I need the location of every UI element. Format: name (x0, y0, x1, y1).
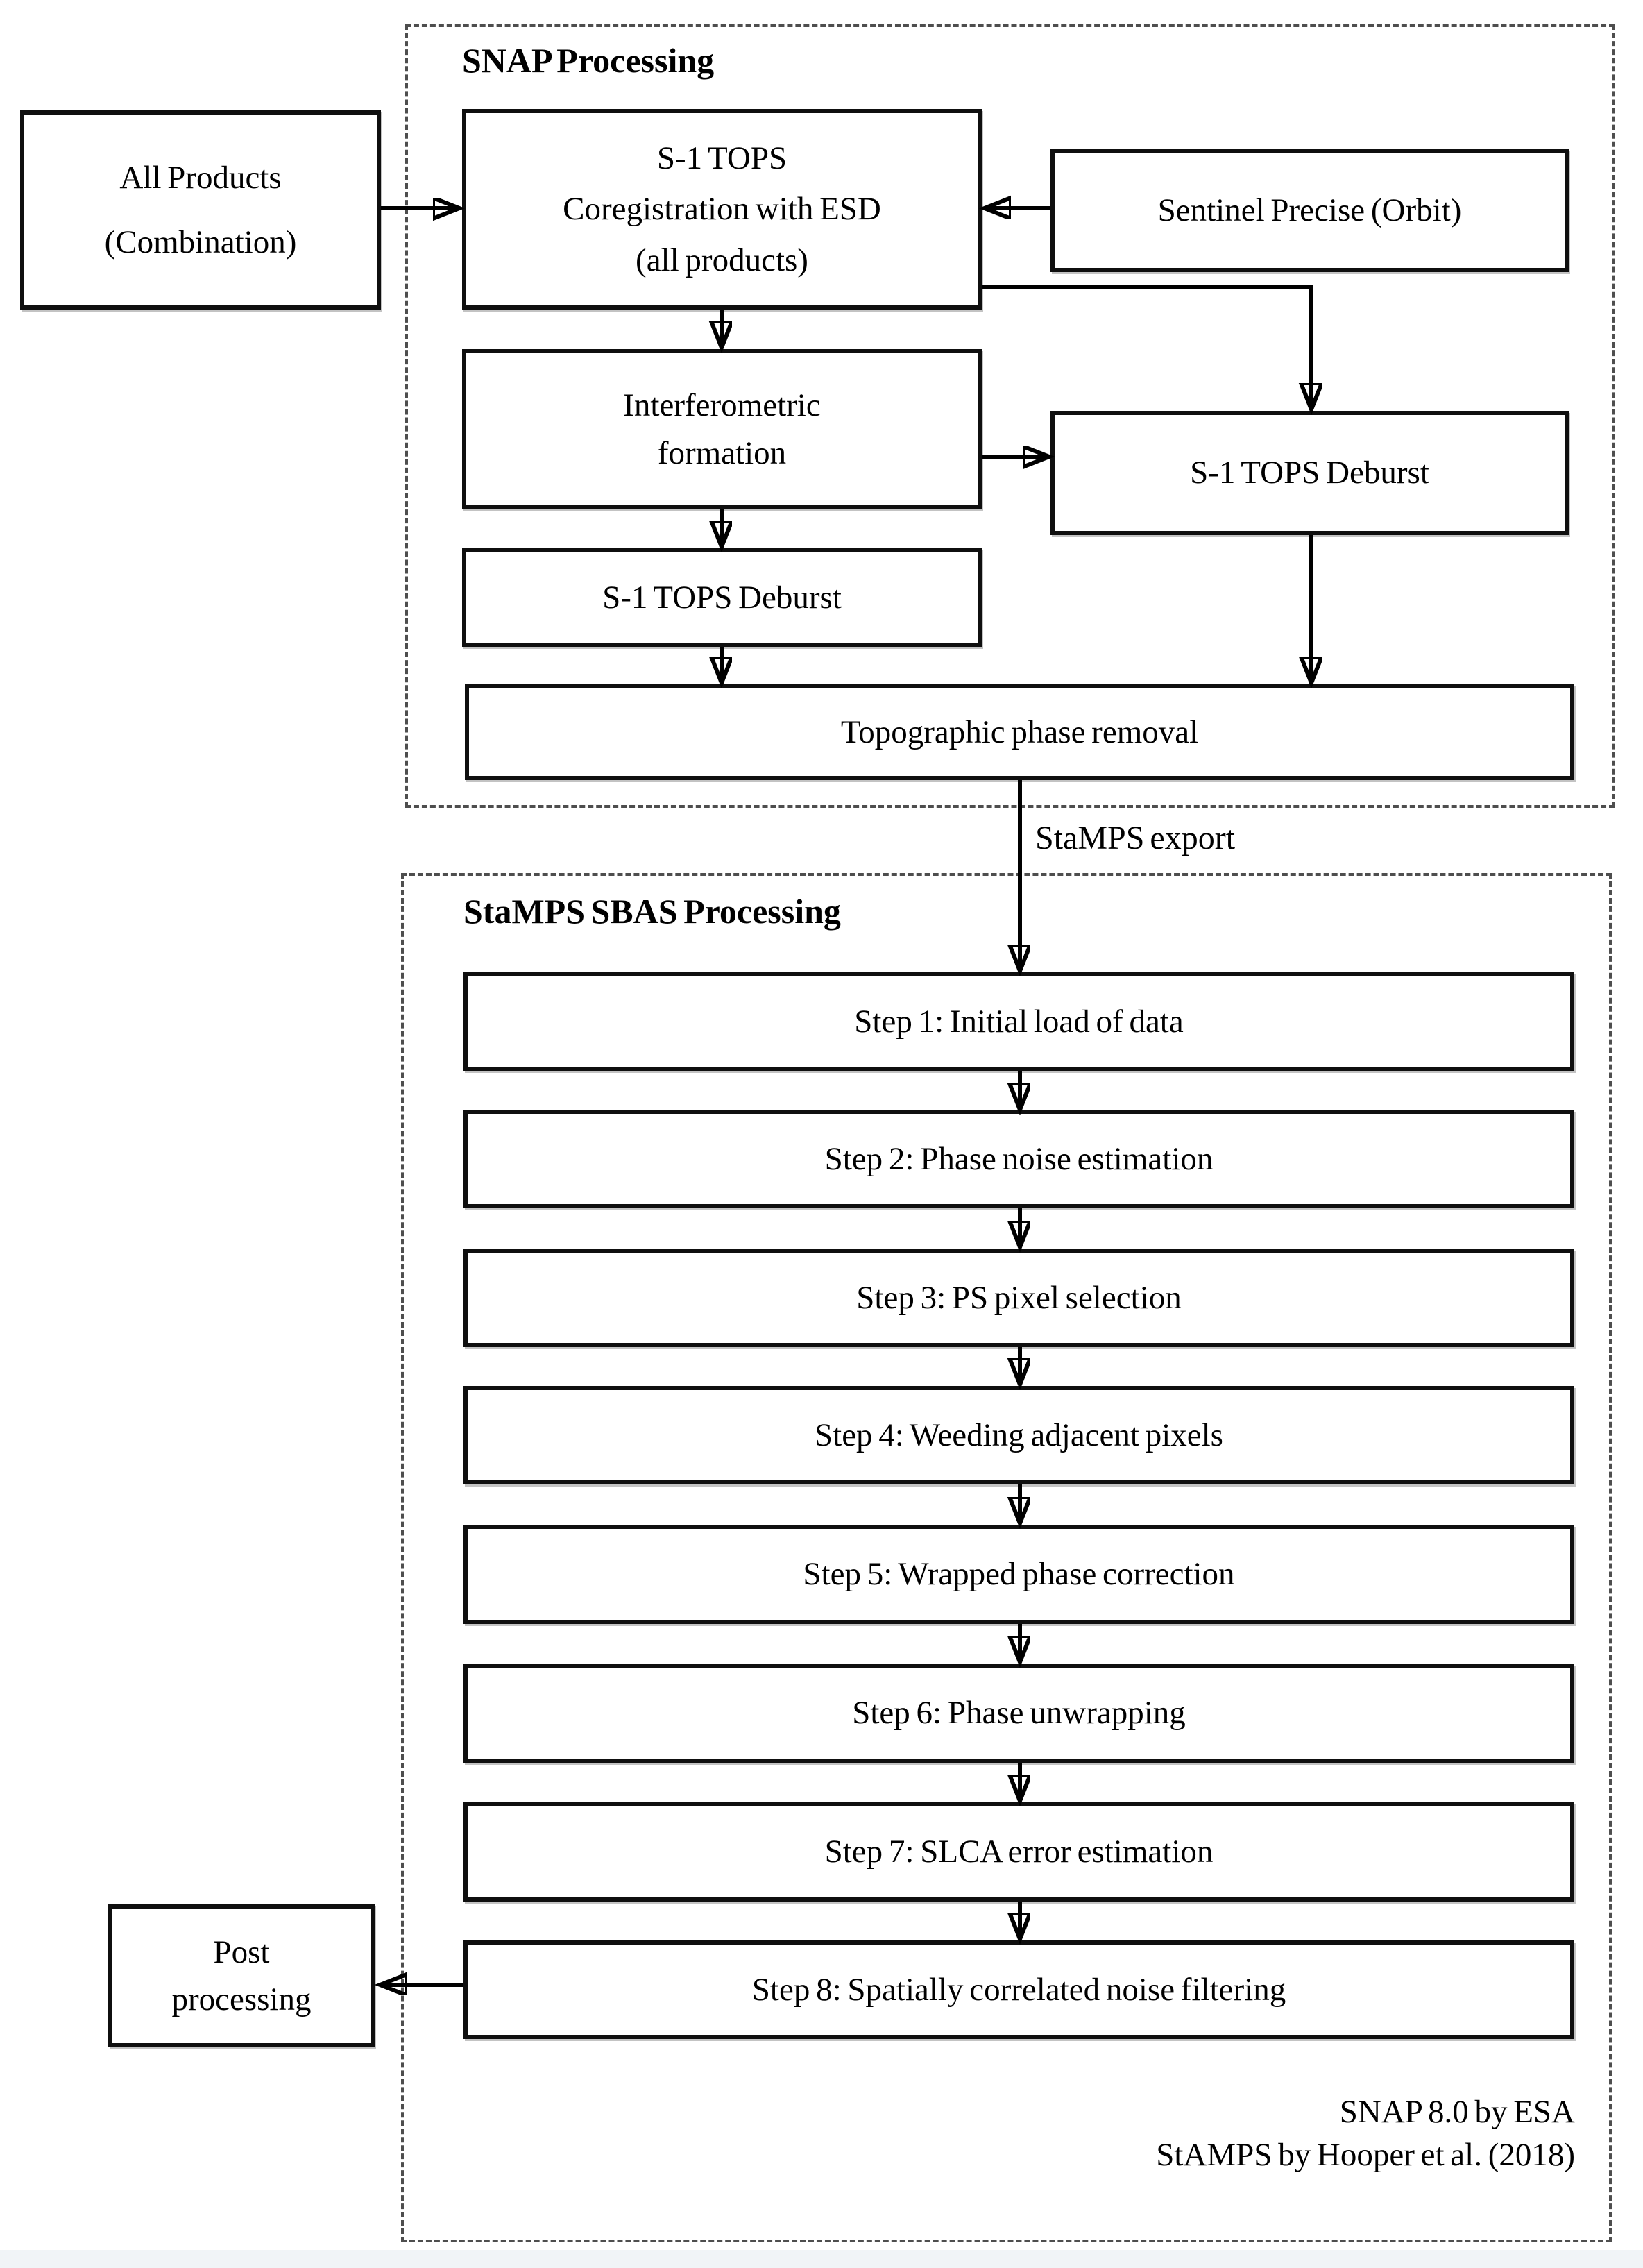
interferometric-line-1: Interferometric (623, 387, 821, 424)
topographic-phase-removal-box: Topographic phase removal (465, 684, 1574, 780)
step-3-box: Step 3: PS pixel selection (463, 1249, 1574, 1347)
post-processing-box: Post processing (108, 1904, 375, 2047)
snap-processing-group (405, 24, 1615, 808)
step-5-box: Step 5: Wrapped phase correction (463, 1525, 1574, 1624)
s1-tops-deburst-right-box: S-1 TOPS Deburst (1050, 411, 1569, 535)
step-8-label: Step 8: Spatially correlated noise filte… (751, 1971, 1286, 2008)
step-4-box: Step 4: Weeding adjacent pixels (463, 1386, 1574, 1484)
page-bottom-strip (0, 2250, 1643, 2268)
step-3-label: Step 3: PS pixel selection (856, 1279, 1182, 1316)
coregistration-line-1: S-1 TOPS (656, 139, 788, 176)
interferometric-line-2: formation (657, 434, 787, 471)
credit-line-1: SNAP 8.0 by ESA (1339, 2094, 1575, 2130)
post-processing-line-2: processing (171, 1981, 312, 2017)
step-7-box: Step 7: SLCA error estimation (463, 1802, 1574, 1902)
stamps-export-label: StaMPS export (1035, 820, 1236, 856)
step-6-box: Step 6: Phase unwrapping (463, 1664, 1574, 1763)
all-products-line-1: All Products (119, 160, 282, 196)
step-1-label: Step 1: Initial load of data (854, 1003, 1184, 1040)
step-2-box: Step 2: Phase noise estimation (463, 1110, 1574, 1208)
snap-processing-title: SNAP Processing (462, 41, 715, 80)
s1-tops-deburst-left-label: S-1 TOPS Deburst (602, 579, 842, 616)
step-4-label: Step 4: Weeding adjacent pixels (815, 1416, 1223, 1453)
credits: SNAP 8.0 by ESA StAMPS by Hooper et al. … (1156, 2090, 1575, 2176)
step-5-label: Step 5: Wrapped phase correction (803, 1556, 1235, 1593)
s1-tops-deburst-left-box: S-1 TOPS Deburst (462, 548, 982, 647)
step-6-label: Step 6: Phase unwrapping (852, 1695, 1186, 1732)
interferometric-formation-box: Interferometric formation (462, 349, 982, 509)
step-8-box: Step 8: Spatially correlated noise filte… (463, 1940, 1574, 2039)
all-products-box: All Products (Combination) (20, 110, 381, 310)
coregistration-line-3: (all products) (636, 242, 808, 279)
step-1-box: Step 1: Initial load of data (463, 972, 1574, 1071)
all-products-line-2: (Combination) (104, 223, 297, 260)
post-processing-line-1: Post (213, 1933, 270, 1970)
coregistration-box: S-1 TOPS Coregistration with ESD (all pr… (462, 109, 982, 310)
coregistration-line-2: Coregistration with ESD (563, 191, 881, 228)
sentinel-precise-orbit-label: Sentinel Precise (Orbit) (1157, 192, 1462, 229)
stamps-sbas-processing-title: StaMPS SBAS Processing (463, 892, 841, 931)
s1-tops-deburst-right-label: S-1 TOPS Deburst (1190, 455, 1429, 491)
step-7-label: Step 7: SLCA error estimation (824, 1834, 1214, 1870)
sentinel-precise-orbit-box: Sentinel Precise (Orbit) (1050, 149, 1569, 272)
stamps-sbas-processing-group (401, 873, 1612, 2242)
step-2-label: Step 2: Phase noise estimation (824, 1140, 1214, 1177)
credit-line-2: StAMPS by Hooper et al. (2018) (1156, 2137, 1575, 2174)
topographic-phase-removal-label: Topographic phase removal (840, 713, 1199, 750)
